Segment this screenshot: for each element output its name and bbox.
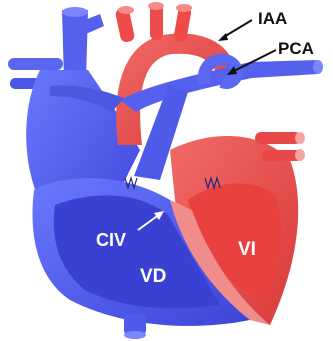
superior-vena-cava bbox=[62, 7, 104, 80]
label-civ: CIV bbox=[96, 230, 126, 250]
label-vi: VI bbox=[238, 239, 256, 260]
label-pca: PCA bbox=[278, 39, 314, 58]
inferior-vena-cava bbox=[124, 314, 146, 339]
label-iaa: IAA bbox=[258, 9, 287, 28]
pointer-iaa bbox=[218, 20, 252, 41]
label-vd: VD bbox=[140, 266, 166, 287]
